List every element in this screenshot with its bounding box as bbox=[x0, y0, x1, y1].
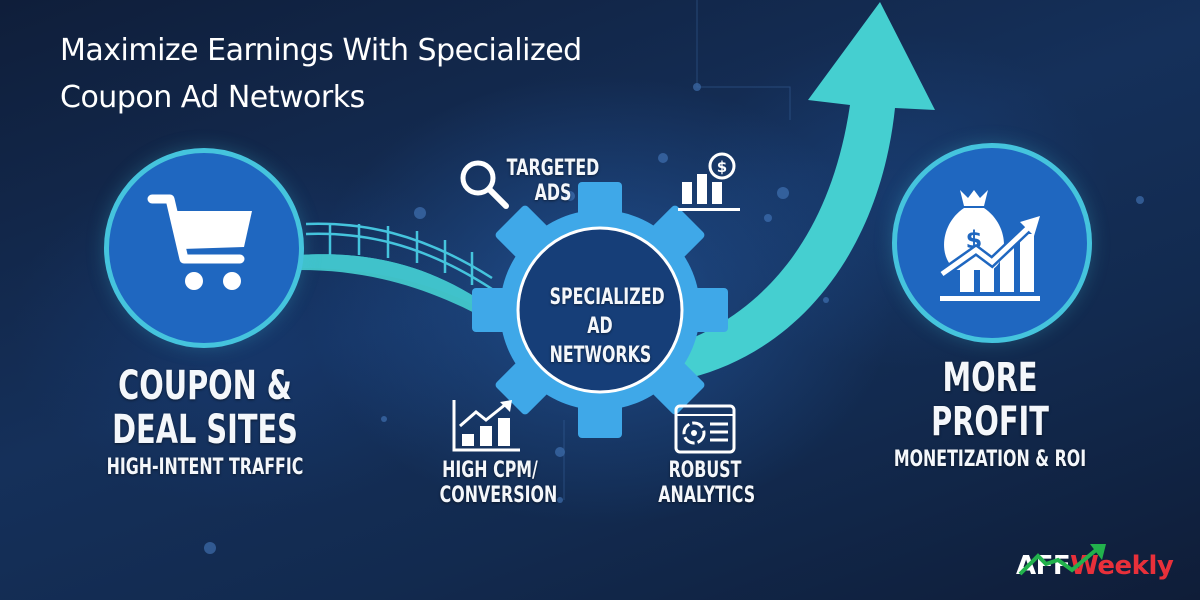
targeted-line-1: TARGETED bbox=[506, 156, 600, 181]
shopping-cart-icon bbox=[147, 194, 252, 290]
title-line-2: Coupon Ad Networks bbox=[60, 80, 365, 115]
ad-networks-label: SPECIALIZED AD NETWORKS bbox=[549, 283, 665, 370]
robust-analytics-label: ROBUST ANALYTICS bbox=[658, 458, 756, 508]
highcpm-line-1: HIGH CPM/ bbox=[442, 458, 538, 483]
targeted-ads-label: TARGETED ADS bbox=[506, 156, 600, 206]
svg-text:$: $ bbox=[717, 158, 727, 176]
profit-heading-line-1: MORE bbox=[942, 355, 1038, 401]
money-bag-growth-icon: $ bbox=[939, 190, 1040, 301]
growth-chart-icon bbox=[452, 400, 520, 452]
bar-chart-dollar-icon: $ bbox=[678, 152, 740, 211]
profit-subheading: MONETIZATION & ROI bbox=[893, 447, 1087, 472]
coupon-subheading: HIGH-INTENT TRAFFIC bbox=[106, 455, 304, 480]
highcpm-line-2: CONVERSION bbox=[439, 483, 558, 508]
profit-heading-line-2: PROFIT bbox=[931, 399, 1049, 445]
affweekly-logo: AFFWeekly bbox=[1016, 544, 1174, 584]
title-line-1: Maximize Earnings With Specialized bbox=[60, 33, 582, 68]
page-title: Maximize Earnings With Specialized Coupo… bbox=[60, 27, 582, 121]
more-profit-text: MORE PROFIT MONETIZATION & ROI bbox=[882, 356, 1098, 474]
robust-line-1: ROBUST bbox=[668, 458, 742, 483]
coupon-sites-circle bbox=[104, 148, 304, 348]
high-cpm-label: HIGH CPM/ CONVERSION bbox=[439, 458, 558, 508]
gear-line-1: SPECIALIZED bbox=[549, 285, 665, 310]
trend-arrow-icon bbox=[1018, 544, 1106, 576]
magnifier-icon bbox=[460, 160, 509, 209]
coupon-sites-text: COUPON & DEAL SITES HIGH-INTENT TRAFFIC bbox=[101, 364, 310, 482]
targeted-line-2: ADS bbox=[534, 181, 572, 206]
more-profit-circle: $ bbox=[892, 143, 1092, 343]
gear-line-2: AD NETWORKS bbox=[549, 314, 652, 368]
coupon-heading-line-2: DEAL SITES bbox=[112, 407, 298, 453]
logo-aff: AFF bbox=[1016, 551, 1071, 581]
robust-line-2: ANALYTICS bbox=[658, 483, 756, 508]
analytics-dashboard-icon bbox=[674, 404, 736, 454]
coupon-heading-line-1: COUPON & bbox=[118, 363, 292, 409]
